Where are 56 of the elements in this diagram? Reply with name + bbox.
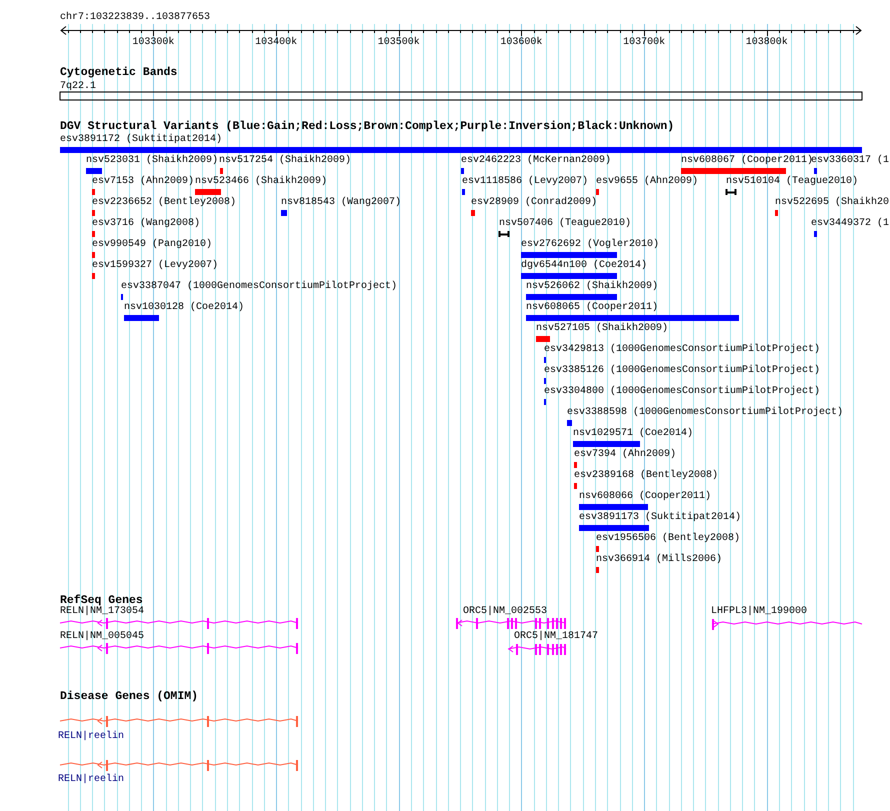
variant-label: esv28909 (Conrad2009) [471,197,598,208]
track-heading: RefSeq Genes [60,595,143,607]
track-heading: Cytogenetic Bands [60,67,178,79]
variant-label: esv3388598 (1000GenomesConsortiumPilotProject) [567,407,844,418]
variant-label: esv2762692 (Vogler2010) [521,239,660,250]
gene-label: RELN|NM_173054 [60,606,144,617]
gene-label: ORC5|NM_181747 [514,631,598,642]
variant-label: esv1956506 (Bentley2008) [596,533,740,544]
variant-label: esv2389168 (Bentley2008) [574,470,718,481]
variant-label: nsv517254 (Shaikh2009) [219,155,352,166]
variant-label: esv7153 (Ahn2009) [92,176,194,187]
axis-tick-label: 103400k [255,37,298,48]
variant-label: esv3716 (Wang2008) [92,218,200,229]
variant-label: nsv366914 (Mills2006) [596,554,722,565]
variant-label: esv2236652 (Bentley2008) [92,197,236,208]
track-heading: Disease Genes (OMIM) [60,691,198,703]
variant-label: nsv522695 (Shaikh20 [775,197,890,208]
variant-label: nsv507406 (Teague2010) [499,218,632,229]
variant-label: dgv6544n100 (Coe2014) [521,260,648,271]
variant-label: esv3385126 (1000GenomesConsortiumPilotProject) [544,365,820,376]
variant-label: nsv510104 (Teague2010) [726,176,858,187]
variant-label: nsv818543 (Wang2007) [281,197,402,208]
variant-label: nsv523031 (Shaikh2009) [86,155,218,166]
axis-tick-label: 103700k [623,37,666,48]
track-label: 7q22.1 [60,81,96,92]
variant-label: esv7394 (Ahn2009) [574,449,676,460]
variant-label: nsv527105 (Shaikh2009) [536,323,668,334]
variant-label: esv3387047 (1000GenomesConsortiumPilotProject) [121,281,398,292]
axis-tick-label: 103500k [378,37,420,48]
variant-label: nsv1030128 (Coe2014) [124,302,244,313]
gene-label: RELN|NM_005045 [60,631,144,642]
variant-label: esv3891173 (Suktitipat2014) [579,512,742,523]
variant-label: esv9655 (Ahn2009) [596,176,698,187]
variant-label: nsv608066 (Cooper2011) [579,491,712,502]
variant-label: nsv608065 (Cooper2011) [526,302,658,313]
axis-tick-label: 103300k [132,37,174,48]
axis-tick-label: 103600k [500,37,542,48]
variant-label: nsv526062 (Shaikh2009) [526,281,658,292]
gene-label: RELN|reelin [58,774,124,785]
track-heading: DGV Structural Variants (Blue:Gain;Red:Loss;Brown:Complex;Purple:Inversion;Black:Unknown) [60,121,674,133]
variant-label: nsv523466 (Shaikh2009) [195,176,328,187]
variant-label: esv3304800 (1000GenomesConsortiumPilotProject) [544,386,820,397]
variant-label: esv3360317 (1 [811,155,890,166]
gene-label: RELN|reelin [58,731,124,742]
variant-label: nsv1029571 (Coe2014) [573,428,694,439]
variant-label: esv3891172 (Suktitipat2014) [60,134,222,145]
track-label: chr7:103223839..103877653 [60,12,210,23]
variant-label: esv3429813 (1000GenomesConsortiumPilotProject) [544,344,820,355]
variant-label: esv990549 (Pang2010) [92,239,212,250]
gene-label: ORC5|NM_002553 [463,606,548,617]
variant-label: esv3449372 (1 [811,218,890,229]
axis-tick-label: 103800k [746,37,788,48]
variant-label: esv2462223 (McKernan2009) [461,155,612,166]
variant-label: esv1118586 (Levy2007) [462,176,588,187]
variant-label: esv1599327 (Levy2007) [92,260,218,271]
gene-label: LHFPL3|NM_199000 [711,606,808,617]
